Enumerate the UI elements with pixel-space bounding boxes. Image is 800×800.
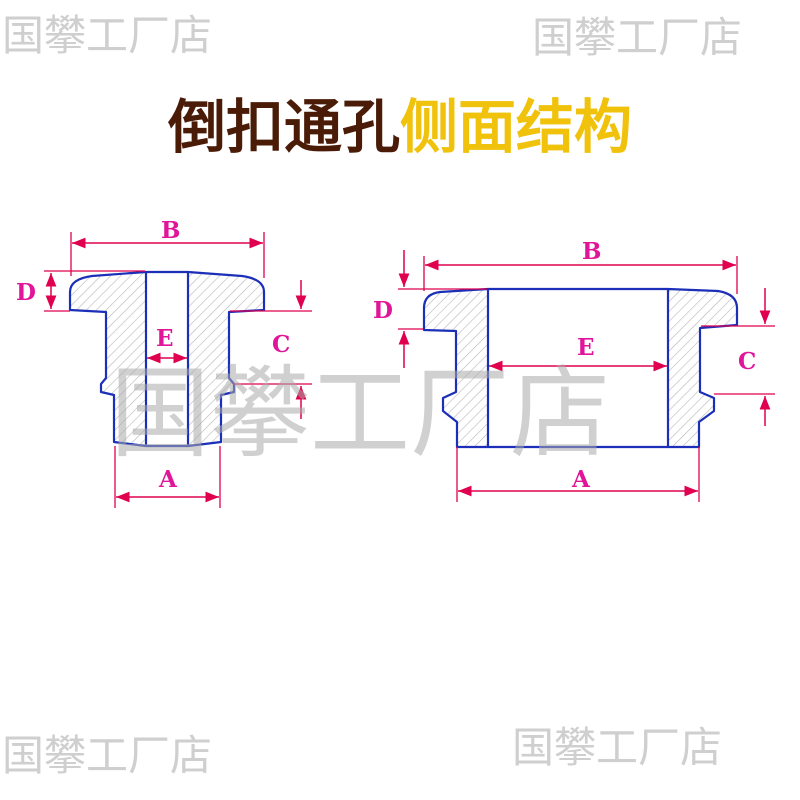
watermark-top-left: 国攀工厂店 bbox=[2, 11, 213, 60]
left-part-left-wall bbox=[68, 270, 148, 448]
right-dim-c bbox=[701, 288, 775, 426]
right-part-right-wall bbox=[666, 287, 739, 449]
right-dim-a bbox=[456, 447, 700, 502]
left-label-c: C bbox=[272, 331, 290, 358]
left-part-section bbox=[68, 270, 266, 448]
watermark-center: 国攀工厂店 bbox=[110, 355, 610, 472]
left-label-a: A bbox=[158, 466, 178, 493]
left-label-d: D bbox=[16, 279, 36, 306]
right-dim-b bbox=[423, 256, 738, 294]
right-part-left-wall bbox=[422, 287, 490, 449]
watermark-top-right: 国攀工厂店 bbox=[532, 13, 743, 62]
right-label-b: B bbox=[582, 238, 601, 265]
left-dim-b bbox=[70, 232, 265, 278]
right-dim-d bbox=[398, 250, 487, 368]
right-part-section bbox=[422, 287, 739, 449]
right-label-d: D bbox=[373, 297, 393, 324]
watermark-bottom-right: 国攀工厂店 bbox=[512, 723, 723, 772]
left-dim-c bbox=[230, 280, 312, 419]
right-label-a: A bbox=[571, 466, 591, 493]
right-label-c: C bbox=[738, 348, 756, 375]
page-title: 倒扣通孔侧面结构 bbox=[0, 80, 800, 164]
right-label-e: E bbox=[577, 334, 595, 361]
left-dim-a bbox=[114, 446, 221, 508]
title-part-2: 侧面结构 bbox=[400, 93, 633, 161]
left-dim-d bbox=[44, 270, 145, 312]
left-label-e: E bbox=[156, 325, 174, 352]
watermark-bottom-left: 国攀工厂店 bbox=[2, 731, 213, 780]
left-label-b: B bbox=[161, 217, 180, 244]
left-part-right-wall bbox=[186, 270, 266, 448]
title-part-1: 倒扣通孔 bbox=[167, 93, 400, 161]
